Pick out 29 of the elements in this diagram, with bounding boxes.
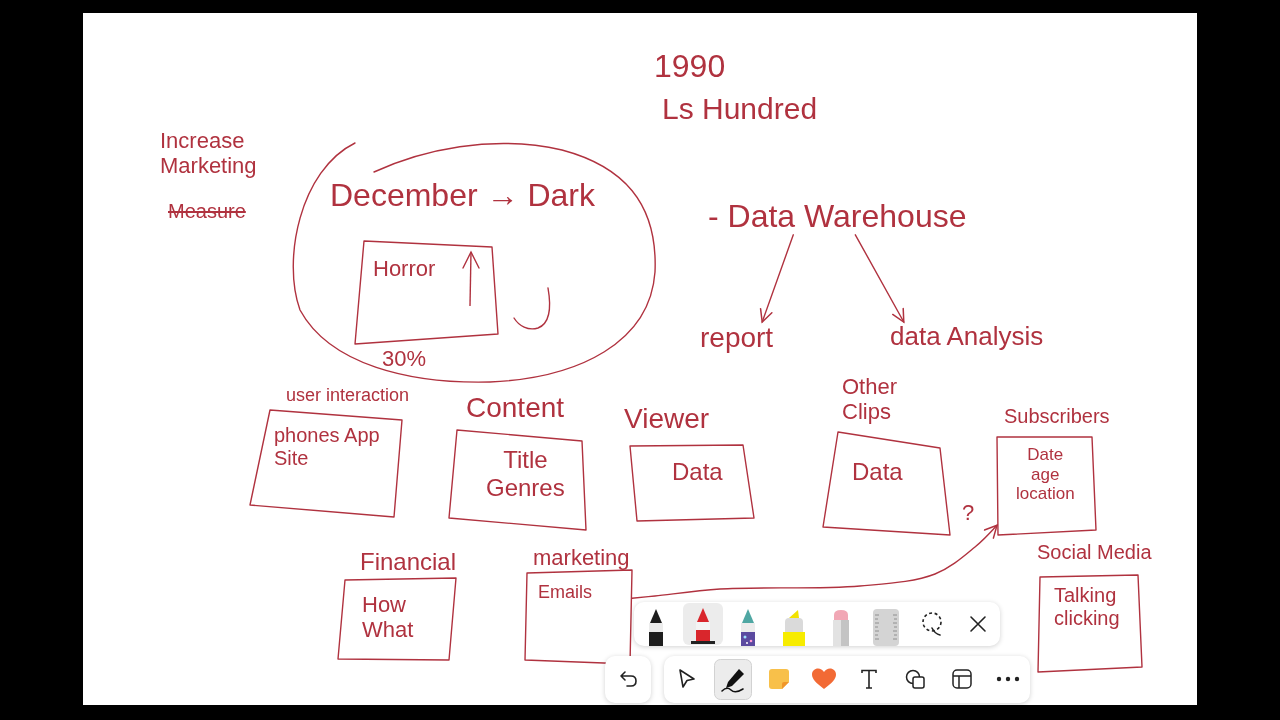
- box-heading: Viewer: [624, 403, 710, 436]
- box-heading: marketing: [533, 545, 630, 571]
- arrow: [759, 234, 794, 323]
- box-heading: Financial: [360, 548, 457, 576]
- box-text: Data: [852, 458, 903, 486]
- note-text: 1990: [654, 48, 726, 85]
- note-text: Ls Hundred: [662, 92, 818, 127]
- node-label: report: [700, 322, 774, 355]
- arrow: [854, 234, 905, 323]
- node-label: data Analysis: [890, 322, 1044, 352]
- box-heading: Social Media: [1037, 541, 1152, 564]
- ellipse-heading: December → Dark: [330, 177, 595, 214]
- note-text: Increase Marketing: [160, 128, 257, 179]
- box-text: How What: [362, 592, 414, 643]
- box-text: Title Genres: [486, 446, 565, 502]
- box-text: Data: [672, 458, 723, 486]
- box-text: Emails: [538, 582, 592, 603]
- struck-note: Measure: [168, 200, 246, 223]
- box-heading: user interaction: [286, 385, 410, 406]
- arrow: [631, 524, 998, 599]
- box-heading: Other Clips: [842, 374, 898, 425]
- side-note: 30%: [382, 346, 427, 372]
- box-heading: Subscribers: [1004, 405, 1110, 428]
- box-text: Talking clicking: [1054, 584, 1120, 630]
- box-text: phones App Site: [274, 424, 381, 470]
- box-text: Date age location: [1016, 445, 1075, 504]
- heading-text: - Data Warehouse: [708, 198, 967, 235]
- box-heading: Content: [466, 392, 565, 425]
- box-text: Horror: [373, 256, 436, 282]
